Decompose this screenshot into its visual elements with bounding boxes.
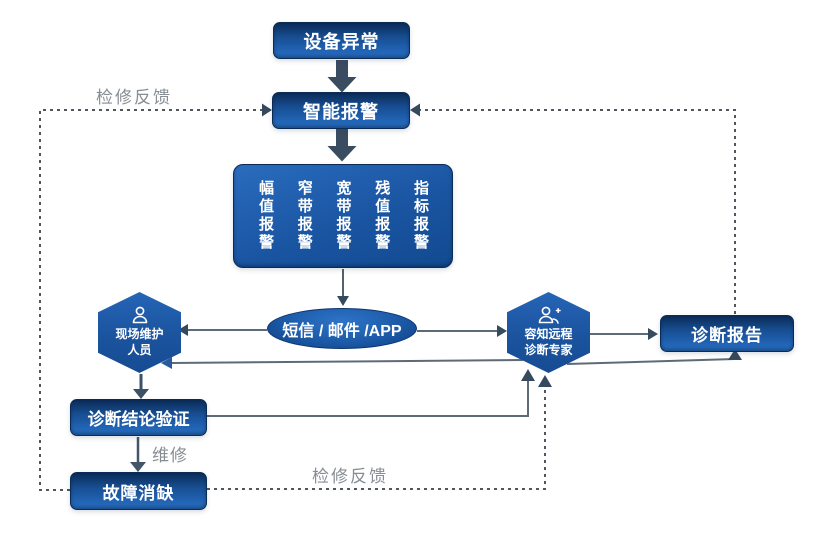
- alarm-type-indicator: 指标报警: [412, 180, 429, 252]
- alarm-type-wideband: 宽带报警: [334, 180, 352, 252]
- arrow-equip-to-alarm: [327, 60, 357, 93]
- alarm-type-amplitude: 幅值报警: [257, 180, 274, 252]
- edge-expert-to-field: [171, 359, 524, 364]
- alarm-type-narrowband: 窄带报警: [295, 180, 313, 252]
- node-equipment-abnormal: 设备异常: [273, 22, 410, 59]
- node-diagnosis-report: 诊断报告: [660, 315, 794, 352]
- arrow-alarm-to-types: [327, 129, 357, 162]
- arrowhead-feedback-right: [410, 103, 420, 117]
- remote-expert-label-line1: 容知远程: [524, 327, 573, 342]
- node-notification-channels: 短信 / 邮件 /APP: [267, 308, 417, 349]
- person-add-icon: [537, 306, 561, 325]
- node-intelligent-alarm: 智能报警: [272, 92, 410, 129]
- remote-expert-label-line2: 诊断专家: [524, 343, 573, 357]
- label-repair: 维修: [152, 446, 188, 465]
- arrowhead-expert-to-report: [648, 328, 658, 340]
- edge-feedback-right: [420, 109, 736, 314]
- arrowhead-feedback-left: [262, 103, 272, 117]
- arrowhead-types-to-channels: [337, 296, 349, 306]
- node-fault-elimination: 故障消缺: [70, 472, 207, 510]
- arrowhead-verify-to-expert: [521, 369, 535, 381]
- arrowhead-channels-to-expert: [497, 325, 507, 337]
- label-feedback-bottom: 检修反馈: [312, 467, 388, 486]
- edge-expert-to-report-bottom: [566, 358, 736, 365]
- edge-feedback-bottom: [207, 387, 546, 490]
- edge-feedback-left: [39, 109, 262, 491]
- field-personnel-label-line1: 现场维护: [115, 327, 164, 342]
- field-personnel-label-line2: 人员: [127, 343, 152, 357]
- arrowhead-expert-to-field: [161, 357, 172, 369]
- arrowhead-expert-to-report-bottom: [728, 349, 742, 360]
- node-alarm-types: 幅值报警 窄带报警 宽带报警 残值报警 指标报警: [233, 164, 453, 268]
- edge-verify-to-expert: [207, 380, 529, 417]
- arrowhead-verify-to-fix: [130, 462, 146, 472]
- label-feedback-top: 检修反馈: [96, 88, 172, 107]
- arrowhead-feedback-bottom: [538, 375, 552, 387]
- arrowhead-field-to-verify: [133, 389, 149, 399]
- arrowhead-channels-to-field: [178, 324, 188, 336]
- alarm-type-residual: 残值报警: [373, 180, 391, 252]
- person-icon: [130, 306, 150, 325]
- node-conclusion-verification: 诊断结论验证: [70, 399, 207, 436]
